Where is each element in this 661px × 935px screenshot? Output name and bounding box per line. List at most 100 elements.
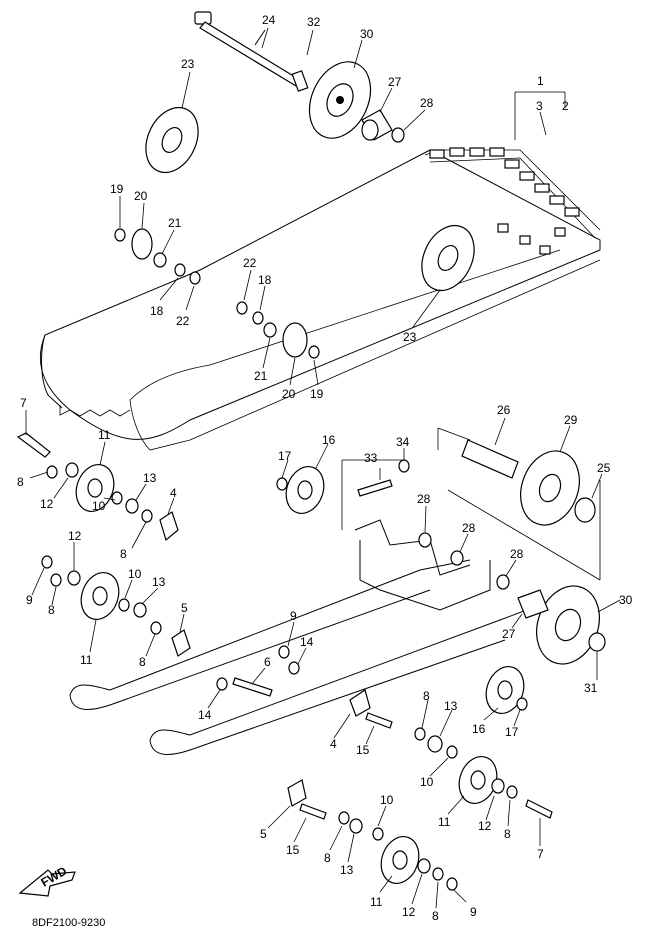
callout-17: 17 xyxy=(505,725,519,739)
callout-8: 8 xyxy=(423,689,430,703)
wheel-20-top xyxy=(131,228,153,260)
callout-27: 27 xyxy=(502,627,516,641)
clip-22-middle xyxy=(236,301,248,315)
callout-6: 6 xyxy=(264,655,271,669)
callout-4: 4 xyxy=(170,486,177,500)
callout-17: 17 xyxy=(278,449,292,463)
callout-21: 21 xyxy=(168,216,182,230)
callout-8: 8 xyxy=(432,909,439,923)
callout-10: 10 xyxy=(128,567,142,581)
callout-24: 24 xyxy=(262,13,276,27)
callout-10: 10 xyxy=(92,499,106,513)
collar-25 xyxy=(574,497,596,523)
callout-8: 8 xyxy=(504,827,511,841)
callout-labels: 24 32 30 23 27 28 1 3 2 19 20 21 18 22 2… xyxy=(17,13,633,923)
callout-10: 10 xyxy=(420,775,434,789)
bolt-15-b xyxy=(299,803,327,820)
callout-34: 34 xyxy=(396,435,410,449)
wheel-20-middle xyxy=(282,322,308,358)
callout-8: 8 xyxy=(324,851,331,865)
callout-11: 11 xyxy=(370,895,383,909)
clip-22-top xyxy=(189,271,201,285)
wheel-11-d xyxy=(380,836,420,884)
callout-11: 11 xyxy=(98,428,111,442)
callout-11: 11 xyxy=(80,653,93,667)
bolt-7-top xyxy=(16,432,51,458)
diagram-code: 8DF2100-9230 xyxy=(32,917,105,929)
callout-8: 8 xyxy=(139,655,146,669)
callout-27: 27 xyxy=(388,75,402,89)
washer-19-middle xyxy=(308,345,320,359)
idler-wheel-23-middle xyxy=(421,224,475,292)
callout-5: 5 xyxy=(181,601,188,615)
callout-5: 5 xyxy=(260,827,267,841)
idler-wheel-30-bottom xyxy=(536,585,600,665)
bracket-5-b xyxy=(287,779,307,807)
washer-18-top xyxy=(174,263,186,277)
callout-21: 21 xyxy=(254,369,268,383)
bearing-21-top xyxy=(153,252,167,268)
bolt-6 xyxy=(232,677,273,697)
idler-wheel-23-top xyxy=(145,106,199,174)
callout-10: 10 xyxy=(380,793,394,807)
wheel-16-b xyxy=(485,666,525,714)
bracket-4-a xyxy=(159,511,179,542)
bearing-21-middle xyxy=(263,322,277,338)
slide-rails xyxy=(69,519,541,755)
callout-7: 7 xyxy=(20,396,27,410)
callout-28: 28 xyxy=(510,547,524,561)
callout-25: 25 xyxy=(597,461,611,475)
wheel-11-c xyxy=(458,756,498,804)
callout-12: 12 xyxy=(402,905,416,919)
callout-12: 12 xyxy=(40,497,54,511)
callout-15: 15 xyxy=(286,843,300,857)
callout-16: 16 xyxy=(322,433,336,447)
callout-13: 13 xyxy=(340,863,354,877)
callout-18: 18 xyxy=(150,304,164,318)
callout-20: 20 xyxy=(134,189,148,203)
callout-13: 13 xyxy=(143,471,157,485)
callout-29: 29 xyxy=(564,413,578,427)
callout-23: 23 xyxy=(403,330,417,344)
callout-14: 14 xyxy=(198,708,212,722)
callout-8: 8 xyxy=(17,475,24,489)
callout-16: 16 xyxy=(472,722,486,736)
track-belt xyxy=(39,147,601,451)
callout-28: 28 xyxy=(462,521,476,535)
callout-31: 31 xyxy=(584,681,598,695)
idler-wheel-30-top xyxy=(308,61,372,139)
callout-9: 9 xyxy=(290,609,297,623)
callout-8: 8 xyxy=(48,603,55,617)
callout-8: 8 xyxy=(120,547,127,561)
callout-15: 15 xyxy=(356,743,370,757)
wheel-16-a xyxy=(285,466,325,514)
callout-3: 3 xyxy=(536,99,543,113)
callout-28: 28 xyxy=(420,96,434,110)
washer-18-middle xyxy=(252,311,264,325)
callout-13: 13 xyxy=(444,699,458,713)
idler-wheel-29 xyxy=(520,450,580,526)
small-washers xyxy=(41,459,528,891)
callout-23: 23 xyxy=(181,57,195,71)
collar-27-bottom xyxy=(517,589,549,619)
callout-18: 18 xyxy=(258,273,272,287)
callout-20: 20 xyxy=(282,387,296,401)
callout-26: 26 xyxy=(497,403,511,417)
bracket-5-a xyxy=(171,629,191,657)
bracket-4-b xyxy=(349,689,371,717)
callout-14: 14 xyxy=(300,635,314,649)
callout-19: 19 xyxy=(110,182,124,196)
callout-1: 1 xyxy=(537,74,544,88)
callout-19: 19 xyxy=(310,387,324,401)
washer-19-top xyxy=(114,228,126,242)
fwd-label: FWD xyxy=(39,864,70,890)
callout-28: 28 xyxy=(417,492,431,506)
callout-9: 9 xyxy=(26,593,33,607)
callout-33: 33 xyxy=(364,451,378,465)
callout-13: 13 xyxy=(152,575,166,589)
callout-9: 9 xyxy=(470,905,477,919)
leader-lines xyxy=(25,27,621,909)
bolt-15-a xyxy=(365,712,393,729)
